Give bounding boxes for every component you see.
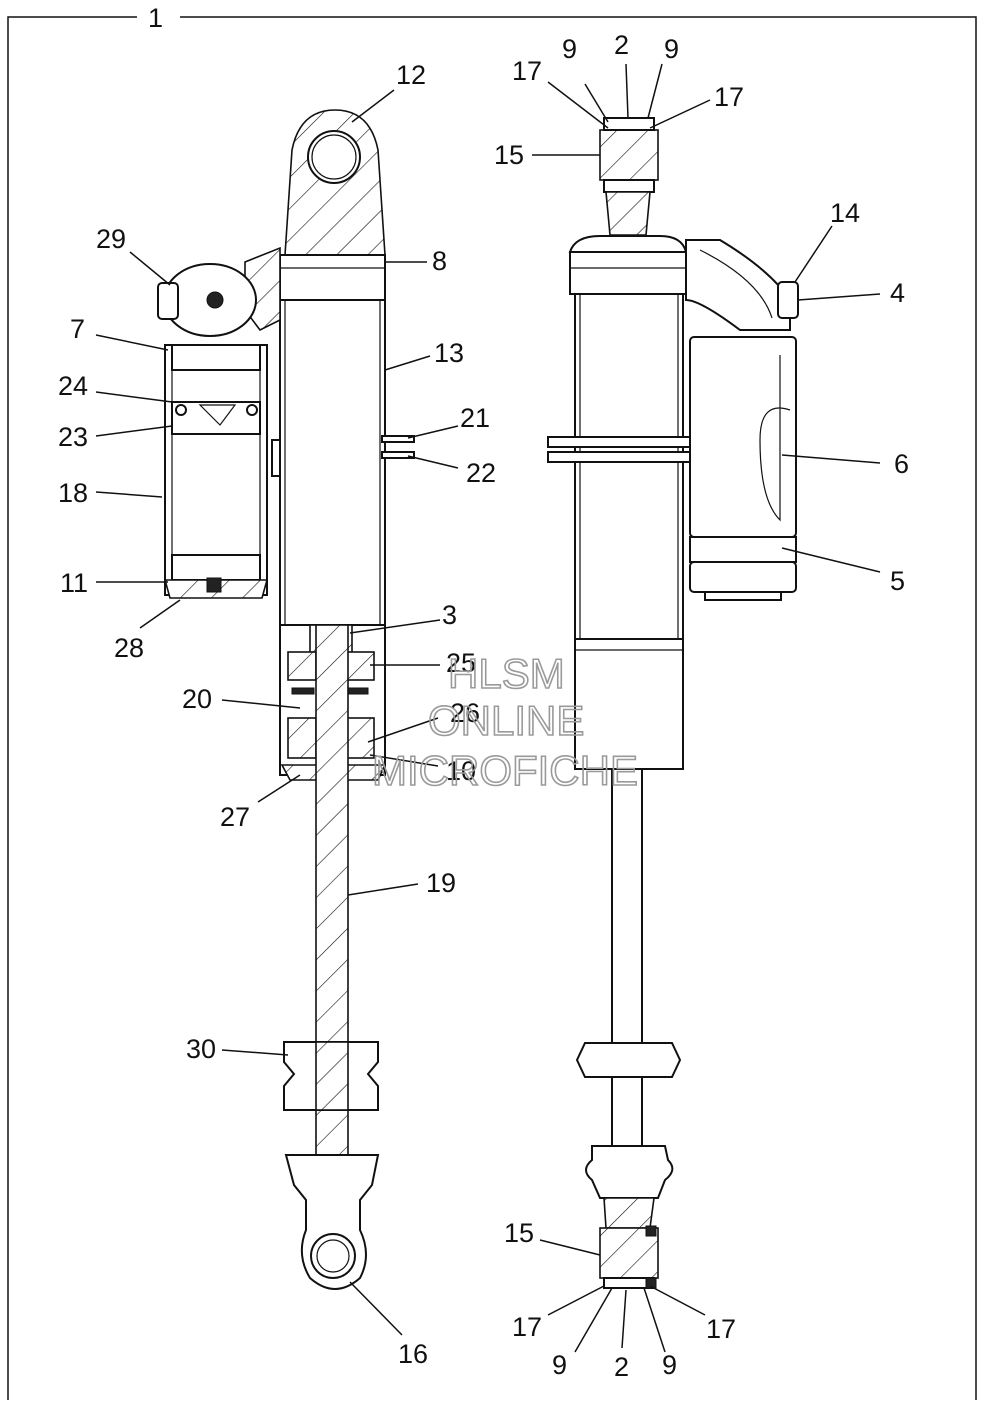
- callout-19: 19: [426, 868, 456, 898]
- callout-16: 16: [398, 1339, 428, 1369]
- callout-28: 28: [114, 633, 144, 663]
- callout-25: 25: [446, 648, 476, 678]
- exterior-body-tube: [574, 293, 684, 640]
- assembly-frame: [7, 16, 977, 1400]
- watermark-line-3: MICROFICHE: [372, 747, 638, 794]
- callout-22: 22: [466, 458, 496, 488]
- section-view-shock: [157, 109, 415, 1290]
- callout-27: 27: [220, 802, 250, 832]
- callout-13: 13: [434, 338, 464, 368]
- callout-21: 21: [460, 403, 490, 433]
- callout-1: 1: [148, 3, 163, 33]
- callout-12: 12: [396, 60, 426, 90]
- callout-23: 23: [58, 422, 88, 452]
- main-body-tube: [279, 299, 386, 626]
- callout-4: 4: [890, 278, 905, 308]
- callout-9-bottom-left: 9: [552, 1350, 567, 1380]
- reservoir-body: [164, 344, 268, 596]
- callout-3: 3: [442, 600, 457, 630]
- callout-18: 18: [58, 478, 88, 508]
- watermark-line-2: ONLINE: [428, 697, 584, 744]
- callout-9-top-right: 9: [664, 34, 679, 64]
- exterior-view-shock: [547, 117, 799, 1289]
- callout-11: 11: [60, 568, 88, 598]
- callout-8: 8: [432, 246, 447, 276]
- callout-15-top: 15: [494, 140, 524, 170]
- callout-15-bottom: 15: [504, 1218, 534, 1248]
- callout-17-top-left: 17: [512, 56, 542, 86]
- callout-2-bottom: 2: [614, 1352, 629, 1382]
- callout-labels: 1 12 8 29 7 13 24 23 21 22 18 11 28 3 25…: [58, 3, 909, 1382]
- watermark: HLSM ONLINE MICROFICHE: [371, 649, 639, 795]
- callout-24: 24: [58, 371, 88, 401]
- callout-14: 14: [830, 198, 860, 228]
- callout-7: 7: [70, 314, 85, 344]
- callout-26: 26: [450, 698, 480, 728]
- callout-30: 30: [186, 1034, 216, 1064]
- callout-2-top: 2: [614, 30, 629, 60]
- leader-lines: [95, 63, 881, 1353]
- callout-9-top-left: 9: [562, 34, 577, 64]
- callout-17-bottom-right: 17: [706, 1314, 736, 1344]
- callout-10: 10: [446, 756, 476, 786]
- callout-17-bottom-left: 17: [512, 1312, 542, 1342]
- watermark-line-1: HLSM: [448, 650, 565, 697]
- callout-5: 5: [890, 566, 905, 596]
- callout-17-top-right: 17: [714, 82, 744, 112]
- callout-20: 20: [182, 684, 212, 714]
- callout-6: 6: [894, 449, 909, 479]
- callout-9-bottom-right: 9: [662, 1350, 677, 1380]
- callout-29: 29: [96, 224, 126, 254]
